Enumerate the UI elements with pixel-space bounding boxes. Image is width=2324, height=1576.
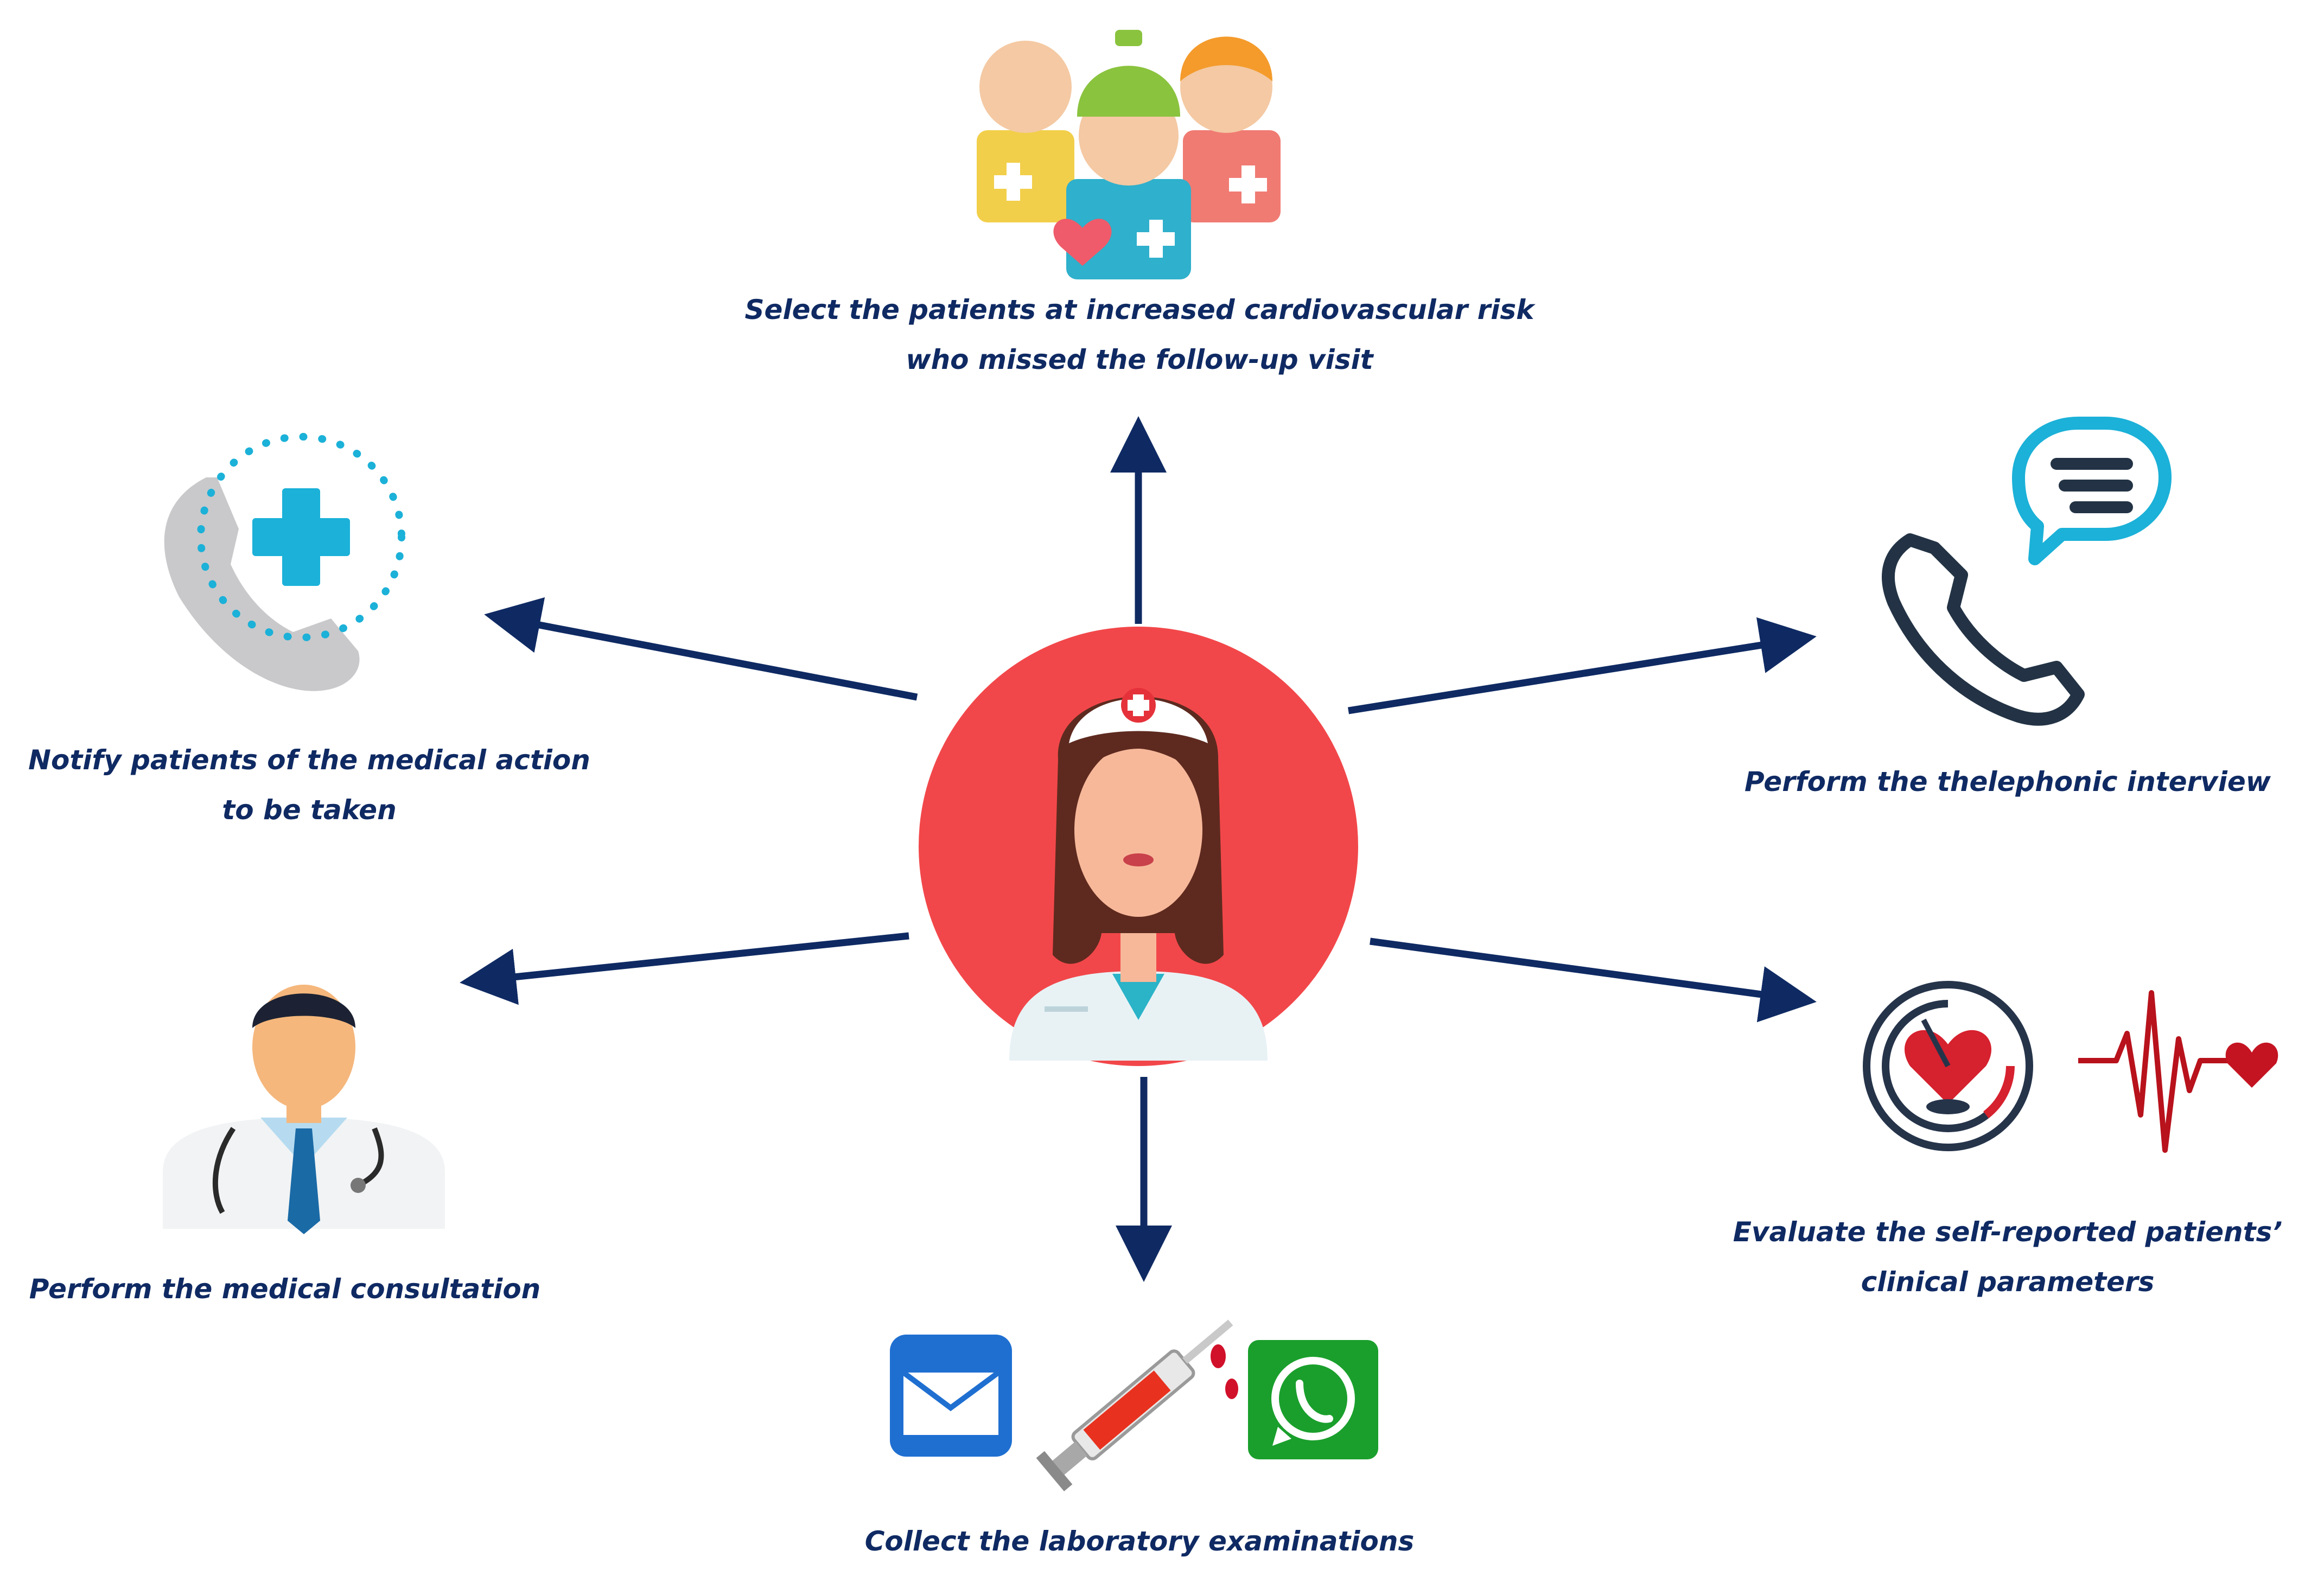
- arrow-to-notify: [484, 597, 918, 701]
- label-evaluate-line2: clinical parameters: [1861, 1266, 2155, 1298]
- heart-gauge-icon: [1863, 981, 2033, 1151]
- patients-group-icon: [977, 30, 1281, 279]
- arrow-to-consultation: [460, 932, 909, 1005]
- label-telephonic-line1: Perform the thelephonic interview: [1744, 766, 2271, 797]
- label-select-line2: who missed the follow-up visit: [906, 344, 1373, 375]
- medical-phone-icon: [164, 433, 405, 691]
- label-notify: Notify patients of the medical action to…: [11, 735, 608, 835]
- label-evaluate: Evaluate the self-reported patients’ cli…: [1709, 1207, 2306, 1307]
- arrows: [460, 416, 1817, 1282]
- nurse-icon: [919, 627, 1358, 1066]
- label-consultation: Perform the medical consultation: [0, 1264, 570, 1314]
- arrow-to-telephonic: [1347, 617, 1817, 714]
- mail-icon: [890, 1335, 1012, 1457]
- label-consultation-line1: Perform the medical consultation: [29, 1273, 541, 1305]
- arrow-to-evaluate: [1370, 937, 1817, 1023]
- label-collect-line1: Collect the laboratory examinations: [864, 1526, 1415, 1557]
- label-notify-line2: to be taken: [222, 794, 397, 826]
- label-select-line1: Select the patients at increased cardiov…: [744, 294, 1535, 326]
- label-notify-line1: Notify patients of the medical action: [28, 744, 590, 776]
- doctor-icon: [163, 985, 445, 1234]
- phone-chat-icon: [1882, 417, 2172, 726]
- whatsapp-icon: [1248, 1340, 1378, 1459]
- heartbeat-line-icon: [2078, 990, 2278, 1153]
- label-telephonic: Perform the thelephonic interview: [1709, 757, 2306, 807]
- label-evaluate-line1: Evaluate the self-reported patients’: [1733, 1216, 2283, 1248]
- label-select: Select the patients at increased cardiov…: [678, 285, 1601, 385]
- syringe-icon: [1036, 1319, 1238, 1491]
- label-collect: Collect the laboratory examinations: [814, 1516, 1465, 1566]
